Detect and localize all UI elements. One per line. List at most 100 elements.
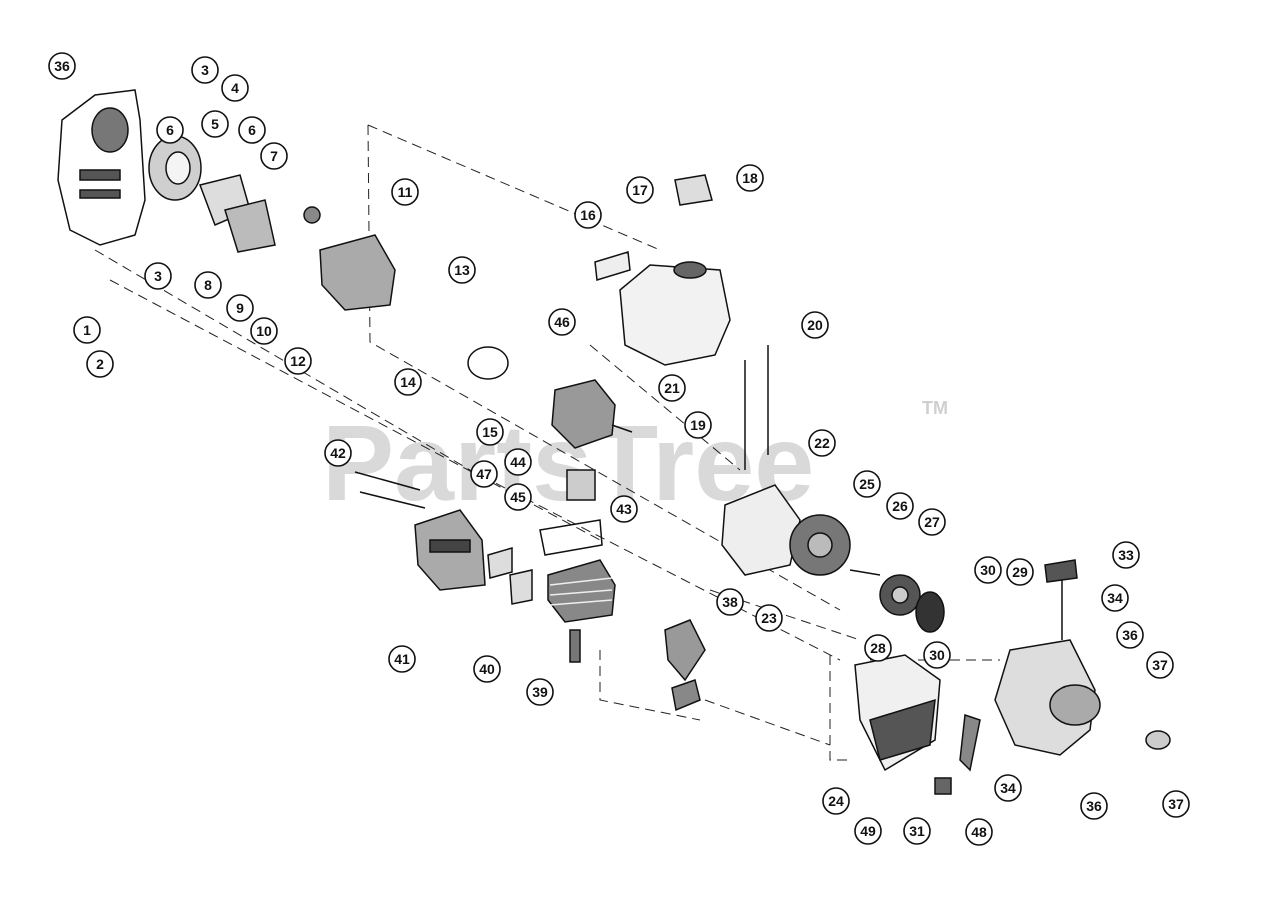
- callout: 43: [610, 495, 638, 523]
- callout: 44: [504, 448, 532, 476]
- callout: 5: [201, 110, 229, 138]
- callout: 17: [626, 176, 654, 204]
- callout-circle: [658, 374, 686, 402]
- callout-number: 30: [929, 647, 945, 663]
- callout-circle: [473, 655, 501, 683]
- callout-circle: [755, 604, 783, 632]
- callout: 45: [504, 483, 532, 511]
- callout-number: 29: [1012, 564, 1028, 580]
- callout: 40: [473, 655, 501, 683]
- carburetor-body: [319, 234, 396, 311]
- callout: 3: [191, 56, 219, 84]
- callout-number: 37: [1168, 796, 1184, 812]
- callout-number: 4: [231, 80, 239, 96]
- callout: 49: [854, 817, 882, 845]
- callout: 26: [886, 492, 914, 520]
- callout-number: 1: [83, 322, 91, 338]
- callout-circle: [194, 271, 222, 299]
- callout-circle: [626, 176, 654, 204]
- callout: 24: [822, 787, 850, 815]
- callout: 23: [755, 604, 783, 632]
- callout-circle: [1112, 541, 1140, 569]
- callout-circle: [221, 74, 249, 102]
- callout-circle: [684, 411, 712, 439]
- callout-circle: [144, 262, 172, 290]
- callout-circle: [1080, 792, 1108, 820]
- callout: 29: [1006, 558, 1034, 586]
- callout: 34: [994, 774, 1022, 802]
- callout: 4: [221, 74, 249, 102]
- callout-circle: [974, 556, 1002, 584]
- callout-number: 40: [479, 661, 495, 677]
- callout-circle: [238, 116, 266, 144]
- callout-number: 18: [742, 170, 758, 186]
- callout-number: 39: [532, 684, 548, 700]
- callout-circle: [504, 448, 532, 476]
- callout-circle: [903, 817, 931, 845]
- callout-circle: [918, 508, 946, 536]
- callout-circle: [394, 368, 422, 396]
- callout: 8: [194, 271, 222, 299]
- callout-number: 48: [971, 824, 987, 840]
- alignment-lines: [94, 124, 1000, 761]
- callout: 30: [974, 556, 1002, 584]
- callout-circle: [1116, 621, 1144, 649]
- callout-number: 13: [454, 262, 470, 278]
- callout-number: 11: [398, 184, 413, 200]
- callout-circle: [994, 774, 1022, 802]
- callout: 48: [965, 818, 993, 846]
- callout-number: 25: [859, 476, 875, 492]
- callout-number: 36: [54, 58, 70, 74]
- callout: 13: [448, 256, 476, 284]
- callout-circle: [73, 316, 101, 344]
- callout: 33: [1112, 541, 1140, 569]
- callout: 37: [1162, 790, 1190, 818]
- callout-circle: [86, 350, 114, 378]
- callout-circle: [260, 142, 288, 170]
- fan-shroud: [721, 484, 801, 576]
- callout: 15: [476, 418, 504, 446]
- callout-number: 30: [980, 562, 996, 578]
- callout-number: 49: [860, 823, 876, 839]
- callout-number: 9: [236, 300, 244, 316]
- callout-number: 24: [828, 793, 844, 809]
- callout-number: 46: [554, 314, 570, 330]
- callout-number: 15: [482, 424, 498, 440]
- callout-number: 27: [924, 514, 940, 530]
- callout-number: 16: [580, 207, 596, 223]
- watermark-trademark: TM: [922, 398, 948, 418]
- callout-number: 2: [96, 356, 104, 372]
- callout-number: 47: [476, 466, 492, 482]
- callout-number: 6: [166, 122, 174, 138]
- cylinder: [547, 559, 616, 623]
- callout: 22: [808, 429, 836, 457]
- callout-circle: [801, 311, 829, 339]
- callout: 7: [260, 142, 288, 170]
- fuel-cap: [674, 174, 713, 206]
- callout-number: 6: [248, 122, 256, 138]
- callout: 36: [1116, 621, 1144, 649]
- callout-circle: [574, 201, 602, 229]
- callout-number: 28: [870, 640, 886, 656]
- callout-number: 33: [1118, 547, 1134, 563]
- callout-circle: [853, 470, 881, 498]
- fuel-tank: [619, 264, 731, 366]
- callout-number: 21: [664, 380, 680, 396]
- callout-circle: [822, 787, 850, 815]
- ignition-coil: [664, 619, 706, 682]
- callout-number: 38: [722, 594, 738, 610]
- callout: 1: [73, 316, 101, 344]
- callout-number: 41: [394, 651, 410, 667]
- callout-number: 7: [270, 148, 278, 164]
- callout: 10: [250, 317, 278, 345]
- piston: [566, 469, 596, 501]
- callout-circle: [250, 317, 278, 345]
- callout: 14: [394, 368, 422, 396]
- callout: 41: [388, 645, 416, 673]
- callout: 27: [918, 508, 946, 536]
- callout: 3: [144, 262, 172, 290]
- callout-circle: [226, 294, 254, 322]
- callout-circle: [854, 817, 882, 845]
- callout-number: 19: [690, 417, 706, 433]
